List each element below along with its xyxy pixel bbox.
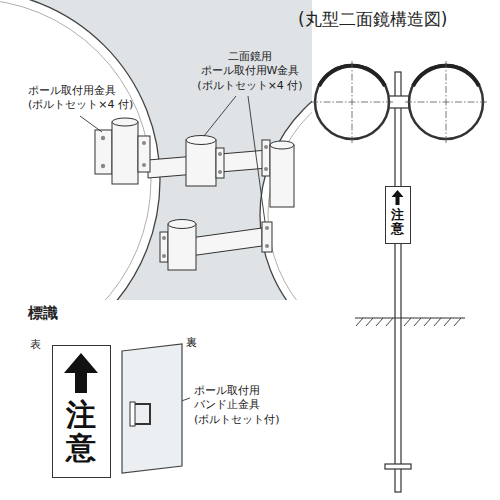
center-lines [311, 61, 487, 143]
anchor-bar [385, 464, 411, 469]
band-plate [130, 402, 135, 426]
ground-line [355, 317, 465, 318]
bolt-plate [160, 232, 168, 262]
part-label: 二面鏡用 ポール取付用W金具 (ボルトセット×4 付) [190, 50, 310, 93]
leader-line [80, 116, 102, 132]
mirror-rim [0, 0, 151, 300]
bolt-plate [95, 130, 112, 174]
arrow-symbol [64, 353, 98, 393]
pole [395, 72, 401, 492]
side-label: 裏 [186, 336, 197, 350]
mirror-rim [268, 73, 312, 300]
pipe-top [270, 141, 294, 149]
arrow-symbol [392, 190, 404, 205]
warning-sign: 注意 [385, 186, 411, 244]
section-heading: 標識 [28, 304, 58, 324]
ring-top [168, 220, 196, 229]
diagram-title: (丸型二面鏡構造図) [298, 8, 447, 30]
sign-arrow [53, 346, 109, 398]
clamp-ring [168, 224, 196, 270]
pipe [270, 145, 294, 207]
band-clamp [134, 404, 150, 424]
sign-text: 注意 [66, 398, 96, 464]
mirror-right [260, 65, 312, 300]
clamp-ring [186, 140, 216, 186]
sign-text: 注意 [391, 208, 404, 237]
bolt-plate [262, 140, 270, 176]
bolt-plate [216, 148, 224, 178]
sign-back [122, 344, 182, 473]
bolt-plate [262, 222, 272, 252]
arm-tube [190, 228, 262, 256]
pipe [112, 122, 138, 184]
warning-sign: 注意 [52, 345, 111, 478]
mirror-left [0, 0, 160, 300]
bolts [101, 136, 269, 258]
mirror-hood [319, 66, 479, 86]
leader-line [204, 96, 236, 136]
ring-top [186, 136, 216, 145]
side-label: 表 [30, 338, 41, 352]
part-label: ポール取付用 バンド止金具 (ボルトセット付) [194, 384, 290, 427]
pipe-top [112, 118, 138, 126]
ground-hatch [356, 318, 461, 326]
leader-line [248, 96, 265, 222]
sign-arrow [386, 187, 409, 208]
mirror-backs [0, 0, 312, 300]
part-label: ポール取付用金具 (ボルトセット×4 付) [28, 84, 146, 113]
bolt-plate [138, 136, 150, 172]
bracket-parts [95, 118, 294, 270]
